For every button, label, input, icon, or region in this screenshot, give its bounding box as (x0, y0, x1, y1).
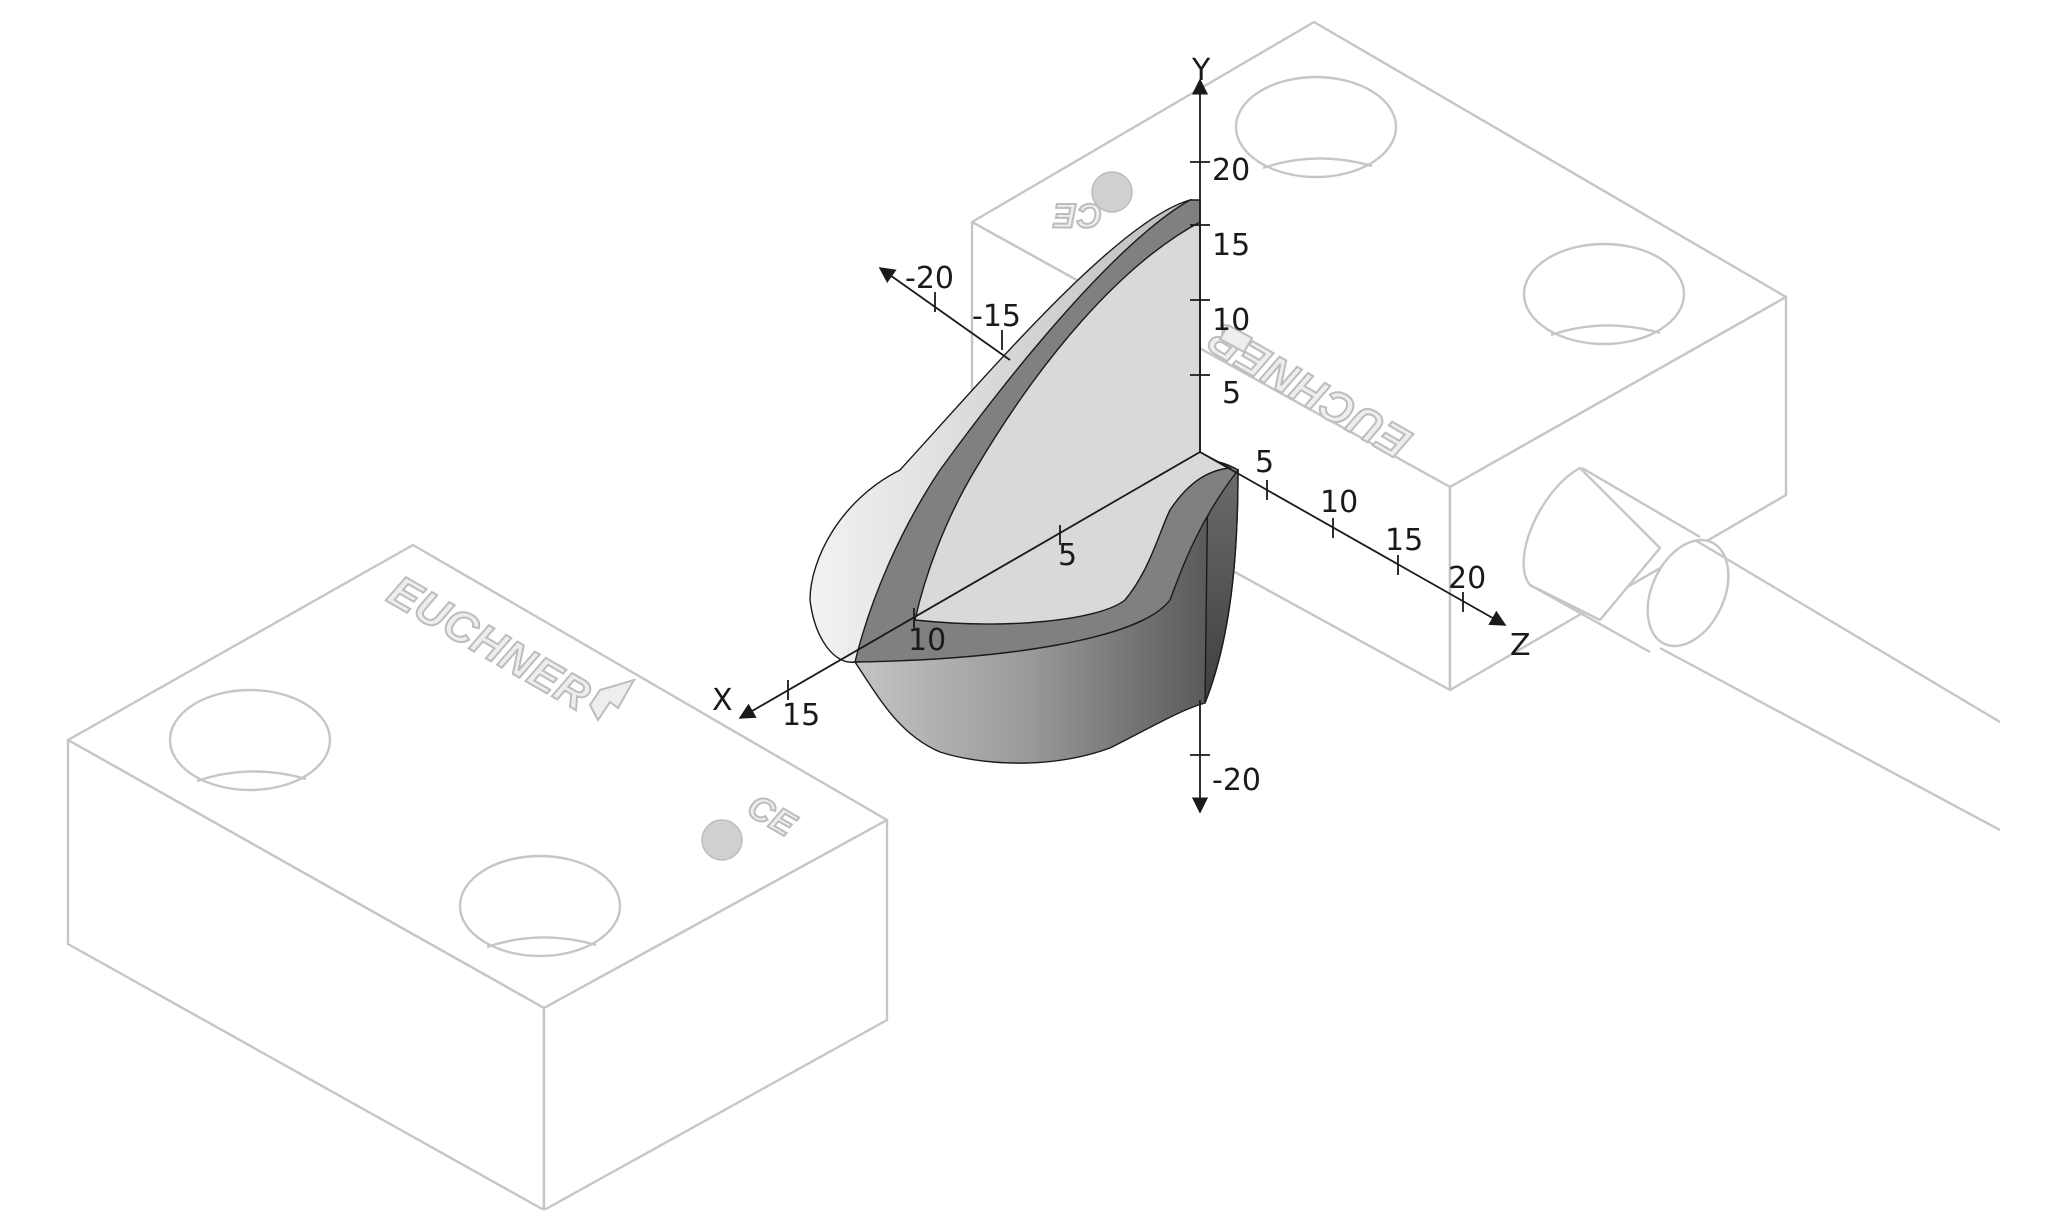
y-label-15: 15 (1212, 228, 1250, 263)
y-label-5: 5 (1222, 376, 1241, 411)
z-label-20: 20 (1448, 561, 1486, 596)
x-axis-negative (878, 267, 1011, 361)
svg-text:CE: CE (1052, 196, 1102, 234)
x-label-15: 15 (782, 698, 820, 733)
z-axis-name: Z (1510, 628, 1531, 663)
response-range-solid (809, 198, 1240, 764)
x-axis-name: X (712, 683, 733, 718)
z-label-15: 15 (1385, 523, 1423, 558)
negx-label-15: -15 (972, 299, 1021, 334)
right-block-hole-2 (1522, 242, 1686, 346)
range-right-face (1204, 469, 1239, 704)
right-block-arrow-icon (1218, 323, 1254, 354)
y-label-neg20: -20 (1212, 763, 1261, 798)
right-block-hole-1 (1234, 75, 1398, 179)
left-block-side-face (542, 818, 889, 1210)
z-label-5: 5 (1255, 445, 1274, 480)
z-label-10: 10 (1320, 485, 1358, 520)
y-label-10: 10 (1212, 303, 1250, 338)
cable (1522, 466, 2001, 832)
x-axis (738, 451, 1201, 719)
left-block-hole-2 (458, 854, 622, 958)
x-label-5: 5 (1058, 538, 1077, 573)
y-label-20: 20 (1212, 153, 1250, 188)
left-block-arrow-icon (588, 678, 637, 722)
negx-label-20: -20 (905, 261, 954, 296)
left-block-front-face (66, 738, 546, 1210)
coordinate-axes: 20 15 10 5 -20 Y 5 10 15 20 Z 5 10 15 X … (712, 53, 1531, 814)
y-axis-name: Y (1191, 53, 1211, 88)
x-label-10: 10 (908, 623, 946, 658)
left-sensor-block: CE EUCHNER (66, 543, 889, 1210)
range-inner-zone (914, 220, 1233, 625)
right-block-side-face (1448, 295, 1788, 692)
z-axis (1199, 451, 1507, 626)
left-block-hole-1 (168, 688, 332, 792)
right-block-ce-mark: CE (1051, 171, 1133, 235)
